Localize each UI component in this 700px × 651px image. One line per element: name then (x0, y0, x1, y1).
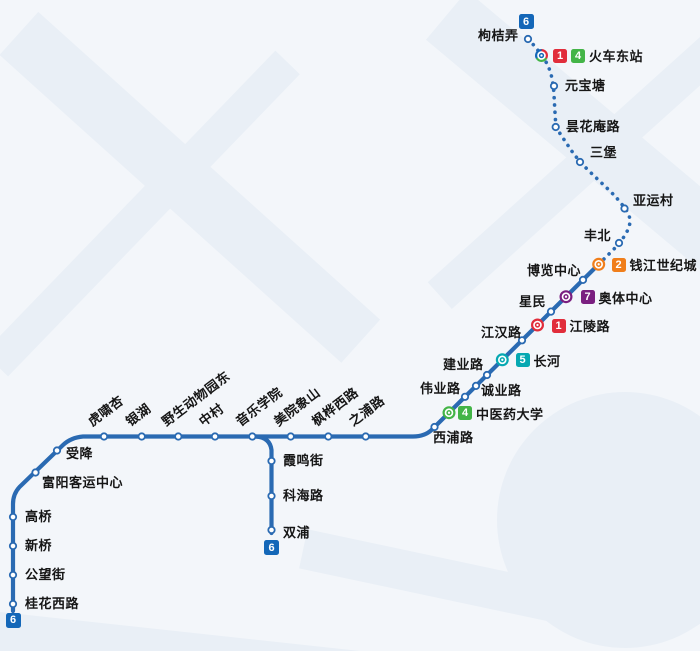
station-dot[interactable] (614, 238, 624, 248)
station-row-zhongyiyao-daxue[interactable]: 4 中医药大学 (458, 406, 544, 422)
station-dot[interactable] (210, 432, 220, 441)
station-label: 长河 (533, 353, 561, 369)
station-dots (8, 34, 629, 609)
interchange-marker-zhongyiyao-daxue[interactable] (442, 406, 456, 420)
station-dot[interactable] (620, 204, 629, 213)
station-label[interactable]: 高桥 (25, 509, 53, 524)
interchange-marker-aoti-zhongxin[interactable] (559, 290, 573, 304)
station-dot[interactable] (324, 432, 333, 441)
station-label[interactable]: 诚业路 (481, 383, 522, 398)
station-label: 钱江世纪城 (629, 258, 698, 274)
station-label[interactable]: 建业路 (443, 357, 484, 372)
station-row-qianjiang-shijicheng[interactable]: 2 钱江世纪城 (611, 257, 698, 274)
station-dot[interactable] (31, 468, 40, 477)
line-badge-4: 4 (571, 48, 585, 63)
station-dot[interactable] (482, 370, 492, 380)
station-label[interactable]: 星民 (519, 294, 547, 309)
line6-branch-solid (253, 434, 274, 536)
station-label[interactable]: 丰北 (584, 228, 612, 243)
station-row-huoche-dongzhan[interactable]: 1 4 火车东站 (553, 48, 644, 64)
station-dot[interactable] (549, 81, 559, 91)
line-badge-1: 1 (553, 48, 567, 63)
station-label[interactable]: 新桥 (25, 538, 53, 553)
station-dot[interactable] (267, 491, 276, 501)
line-badge-5: 5 (515, 353, 530, 367)
station-label[interactable]: 亚运村 (633, 193, 674, 208)
line-badge-1: 1 (551, 318, 566, 333)
station-label[interactable]: 公望街 (25, 567, 66, 582)
station-label[interactable]: 元宝塘 (565, 78, 606, 93)
station-dot[interactable] (523, 34, 533, 44)
station-dot[interactable] (551, 122, 560, 132)
station-row-aoti-zhongxin[interactable]: 7 奥体中心 (580, 290, 653, 306)
station-label[interactable]: 科海路 (283, 488, 324, 503)
station-dot[interactable] (471, 381, 481, 390)
station-label[interactable]: 江汉路 (481, 325, 522, 340)
station-dot[interactable] (137, 432, 146, 441)
interchange-marker-jianglinglu[interactable] (530, 318, 544, 332)
station-label[interactable]: 富阳客运中心 (42, 475, 124, 490)
station-row-jianglinglu[interactable]: 1 江陵路 (551, 318, 611, 334)
station-label[interactable]: 昙花庵路 (566, 119, 621, 134)
station-dot[interactable] (267, 456, 276, 466)
line6-main-solid (10, 262, 601, 614)
station-label: 火车东站 (589, 49, 644, 64)
interchange-marker-qianjiang-shijicheng[interactable] (592, 257, 606, 271)
station-label[interactable]: 博览中心 (527, 263, 582, 278)
station-dot[interactable] (460, 392, 470, 401)
station-label[interactable]: 西浦路 (433, 430, 474, 445)
station-dot[interactable] (99, 432, 109, 441)
station-label: 奥体中心 (598, 290, 653, 306)
station-dot[interactable] (267, 525, 276, 535)
station-label[interactable]: 桂花西路 (25, 596, 80, 611)
station-row-changhe[interactable]: 5 长河 (515, 353, 561, 369)
terminal-badge-line6-guihuaxilu: 6 (5, 612, 21, 628)
station-dot[interactable] (52, 446, 62, 455)
station-dot[interactable] (8, 512, 18, 522)
station-dot[interactable] (517, 336, 527, 345)
station-dot[interactable] (8, 541, 18, 551)
station-dot[interactable] (546, 307, 556, 316)
station-label: 江陵路 (569, 319, 611, 334)
line-badge-2: 2 (611, 257, 626, 272)
line-badge-4: 4 (458, 406, 472, 420)
station-dot[interactable] (248, 432, 257, 441)
interchange-marker-changhe[interactable] (495, 353, 509, 367)
interchange-marker-huoche-dongzhan[interactable] (534, 48, 549, 63)
station-dot[interactable] (8, 570, 18, 580)
station-label[interactable]: 伟业路 (420, 381, 461, 396)
station-dot[interactable] (575, 157, 585, 167)
station-dot[interactable] (578, 275, 588, 284)
terminal-badge-line6-shuangpu: 6 (264, 540, 279, 555)
station-dot[interactable] (430, 422, 439, 432)
station-label[interactable]: 三堡 (590, 145, 618, 160)
station-label[interactable]: 枸桔弄 (478, 28, 519, 43)
station-label: 中医药大学 (476, 406, 544, 422)
station-dot[interactable] (361, 432, 370, 441)
line-badge-7: 7 (580, 290, 595, 304)
station-dot[interactable] (174, 432, 183, 441)
station-dot[interactable] (8, 599, 18, 609)
station-label[interactable]: 受降 (66, 446, 94, 461)
terminal-badge-line6-goujienong: 6 (518, 14, 534, 29)
station-label[interactable]: 双浦 (283, 525, 311, 540)
station-label[interactable]: 霞鸣街 (283, 453, 324, 468)
station-dot[interactable] (286, 432, 295, 441)
